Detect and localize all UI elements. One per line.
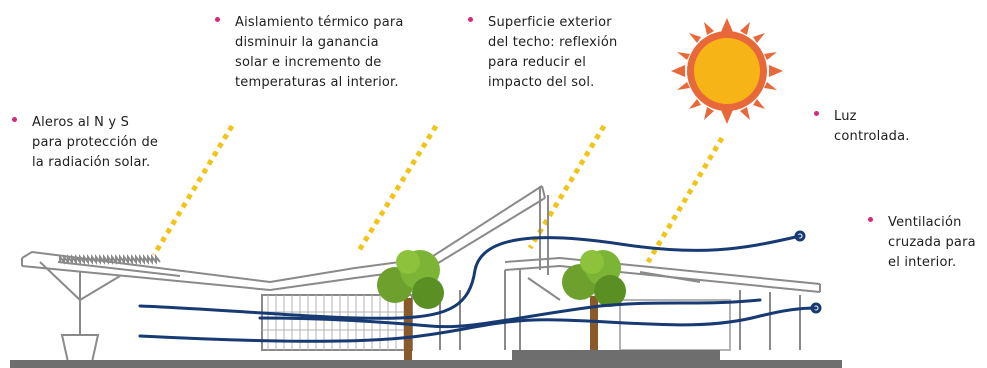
solar-ray xyxy=(355,124,439,254)
airflow-end xyxy=(810,302,822,314)
annotation-roof-surface: Superficie exterior del techo: reflexión… xyxy=(468,13,617,93)
tree-icon xyxy=(377,250,444,360)
annotation-eaves: Aleros al N y S para protección de la ra… xyxy=(12,113,158,173)
sun-icon xyxy=(671,18,783,124)
solar-ray xyxy=(527,124,607,250)
bullet-icon xyxy=(814,111,819,116)
cross-ventilation-flow xyxy=(138,230,822,343)
bullet-icon xyxy=(12,117,17,122)
tree-icon xyxy=(562,250,626,350)
airflow-line xyxy=(138,306,818,343)
airflow-end xyxy=(794,230,806,242)
airflow-line xyxy=(138,234,802,320)
annotation-ventilation: Ventilación cruzada para el interior. xyxy=(868,213,976,273)
bullet-icon xyxy=(868,217,873,222)
solar-rays xyxy=(151,124,725,264)
annotation-light: Luz controlada. xyxy=(814,107,910,147)
airflow-line xyxy=(258,298,762,329)
bullet-icon xyxy=(468,17,473,22)
bullet-icon xyxy=(215,17,220,22)
solar-ray xyxy=(151,124,235,257)
annotation-insulation: Aislamiento térmico para disminuir la ga… xyxy=(215,13,404,93)
ground xyxy=(10,350,842,368)
solar-ray xyxy=(645,136,725,264)
